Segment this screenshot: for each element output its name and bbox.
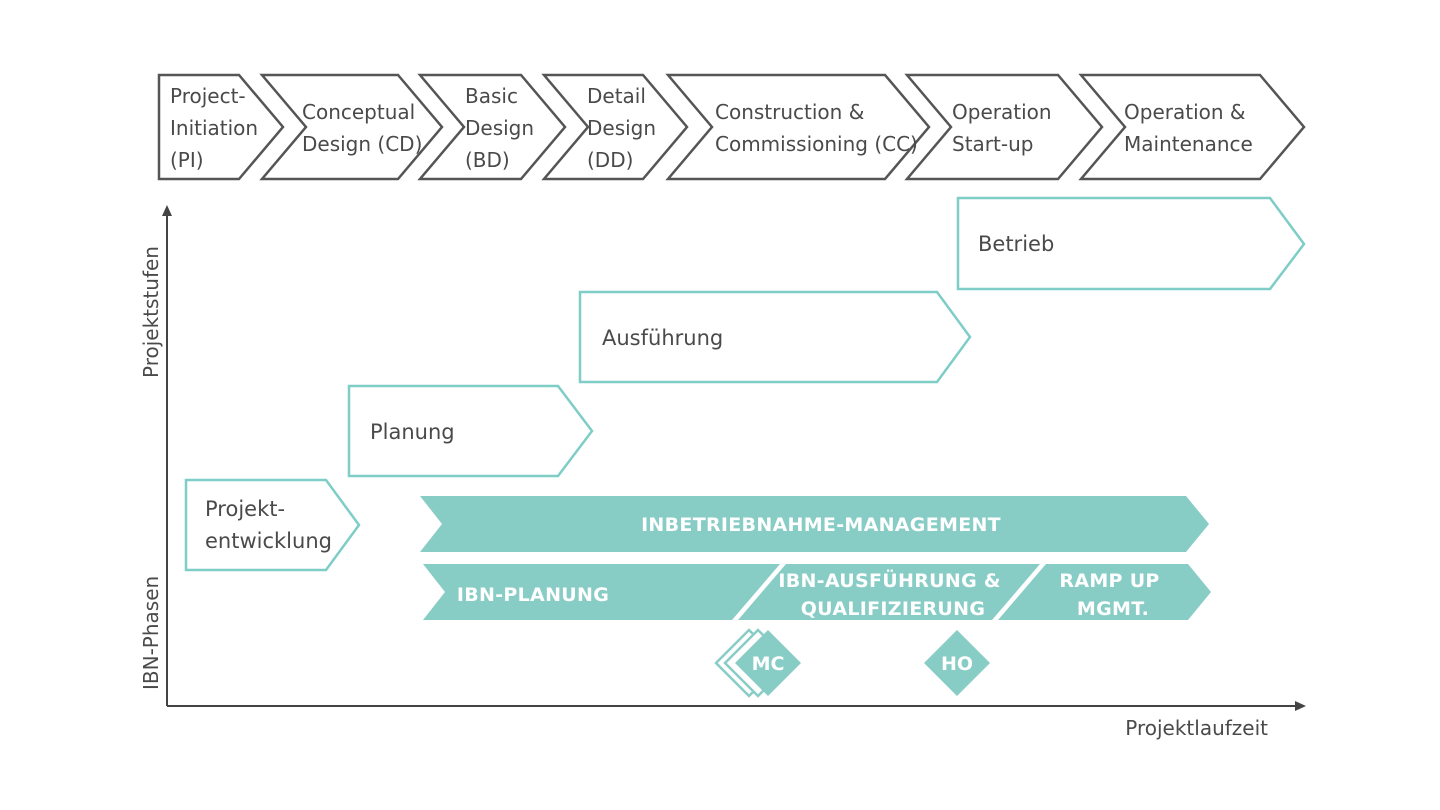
- phase-label-os: Operation Start-up: [952, 100, 1058, 156]
- phase-label-line: Detail: [587, 84, 646, 108]
- stage-label-projektentwicklung: Projekt- entwicklung: [205, 497, 332, 553]
- phase-labels: Project- Initiation (PI) Conceptual Desi…: [170, 84, 1253, 172]
- phase-label-cc: Construction & Commissioning (CC): [715, 100, 918, 156]
- stage-label-line: Projekt-: [205, 497, 285, 521]
- phase-label-om: Operation & Maintenance: [1124, 100, 1253, 156]
- ibn-subphase-label-rampup: RAMP UP MGMT.: [1059, 570, 1166, 620]
- ibn-subphase-label-line: QUALIFIZIERUNG: [801, 598, 986, 620]
- y-axis-label-lower: IBN-Phasen: [139, 576, 163, 690]
- phase-label-line: Project-: [170, 84, 246, 108]
- milestone-mc-diamond: [735, 630, 801, 696]
- stage-chevrons: [184, 196, 1306, 572]
- milestone-mc: MC: [714, 628, 801, 698]
- milestone-ho: HO: [924, 630, 990, 696]
- phase-chevron-dd: [541, 73, 689, 181]
- phase-label-line: Design (CD): [302, 132, 422, 156]
- phase-label-line: Construction &: [715, 100, 864, 124]
- stage-chevron-projektentwicklung: [184, 478, 361, 572]
- ibn-subphase-rampup: [998, 564, 1211, 620]
- y-axis-arrowhead: [162, 205, 172, 216]
- phase-chevron-row: [157, 73, 1306, 181]
- ibn-subphase-label-line: MGMT.: [1077, 598, 1149, 620]
- ibn-management-band: [420, 496, 1209, 552]
- phase-chevron-bd: [417, 73, 567, 181]
- phase-label-line: Operation: [952, 100, 1052, 124]
- phase-label-line: Design: [587, 116, 656, 140]
- phase-label-pi: Project- Initiation (PI): [170, 84, 264, 172]
- ibn-subphase-planung: [423, 564, 780, 620]
- stage-label-planung: Planung: [370, 420, 455, 444]
- phase-label-line: Operation &: [1124, 100, 1245, 124]
- phase-chevron-pi: [157, 73, 285, 181]
- milestone-ho-label: HO: [941, 653, 973, 675]
- phase-label-line: (PI): [170, 148, 204, 172]
- milestone-mc-label: MC: [752, 653, 785, 675]
- phase-label-line: Basic: [465, 84, 518, 108]
- stage-labels: Projekt- entwicklung Planung Ausführung …: [205, 232, 1054, 553]
- ibn-subphase-label-ausfuehrung: IBN-AUSFÜHRUNG & QUALIFIZIERUNG: [778, 568, 1007, 620]
- ibn-subphase-label-line: IBN-AUSFÜHRUNG &: [778, 568, 1000, 592]
- ibn-subphase-label-line: RAMP UP: [1059, 570, 1159, 592]
- y-axis-label-upper: Projektstufen: [139, 246, 163, 378]
- stage-label-line: entwicklung: [205, 529, 332, 553]
- phase-label-line: Initiation: [170, 116, 258, 140]
- phase-label-cd: Conceptual Design (CD): [302, 100, 422, 156]
- axes: [166, 213, 1298, 707]
- phase-chevron-om: [1078, 73, 1306, 181]
- ibn-subphase-ausfuehrung: [738, 564, 1040, 620]
- stage-label-betrieb: Betrieb: [978, 232, 1054, 256]
- x-axis-label: Projektlaufzeit: [1125, 716, 1268, 740]
- x-axis-arrowhead: [1295, 701, 1306, 711]
- phase-chevron-cd: [259, 73, 444, 181]
- stage-chevron-betrieb: [956, 196, 1306, 291]
- phase-label-line: Commissioning (CC): [715, 132, 918, 156]
- phase-label-line: Design: [465, 116, 534, 140]
- stage-chevron-planung: [347, 384, 594, 478]
- phase-label-line: Maintenance: [1124, 132, 1253, 156]
- ibn-subphases: [423, 564, 1211, 620]
- phase-label-line: Start-up: [952, 132, 1033, 156]
- stage-chevron-ausfuehrung: [578, 290, 972, 384]
- phase-label-line: Conceptual: [302, 100, 415, 124]
- phase-label-line: (DD): [587, 148, 633, 172]
- phase-label-dd: Detail Design (DD): [587, 84, 662, 172]
- ibn-subphase-label-planung: IBN-PLANUNG: [457, 584, 609, 606]
- milestone-ho-diamond: [924, 630, 990, 696]
- stage-label-ausfuehrung: Ausführung: [602, 326, 723, 350]
- phase-label-line: (BD): [465, 148, 510, 172]
- phase-chevron-cc: [665, 73, 931, 181]
- ibn-management-label: INBETRIEBNAHME-MANAGEMENT: [641, 514, 1001, 536]
- phase-chevron-os: [904, 73, 1104, 181]
- phase-label-bd: Basic Design (BD): [465, 84, 540, 172]
